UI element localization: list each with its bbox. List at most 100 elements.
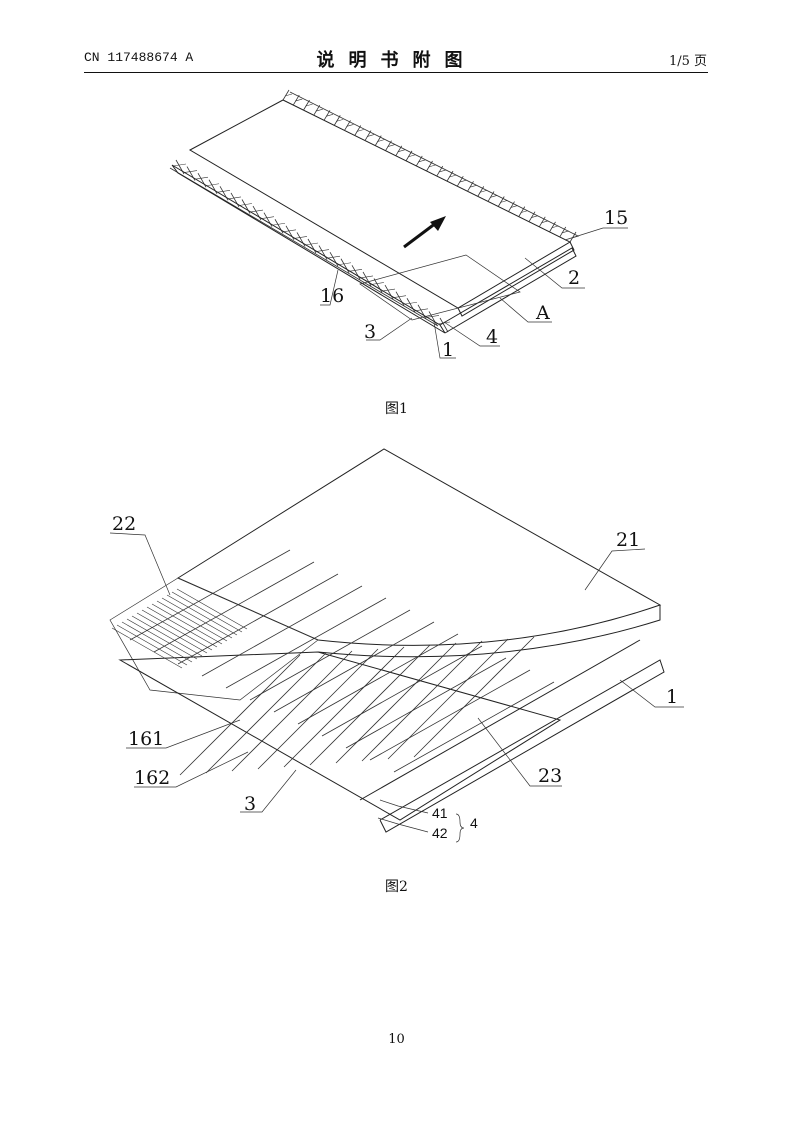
rebar-stroke [321, 645, 483, 737]
fig2-leader-21 [584, 548, 646, 591]
rebar-stroke [249, 609, 411, 701]
rebar-stroke [361, 640, 483, 762]
rebar-stroke [348, 269, 363, 272]
rebar-stroke [479, 190, 487, 193]
fig1-arrow-head [430, 216, 446, 231]
rebar-stroke [166, 594, 238, 636]
fig2-leader-42 [377, 817, 429, 833]
rebar-stroke [225, 597, 387, 689]
rebar-stroke [303, 99, 310, 111]
fig2-label-162: 162 [134, 767, 170, 789]
rebar-stroke [116, 624, 188, 666]
rebar-stroke [238, 203, 253, 206]
rebar-stroke [370, 282, 385, 285]
rebar-stroke [216, 190, 231, 193]
rebar-stroke [156, 600, 228, 642]
rebar-stroke [304, 242, 319, 246]
rebar-stroke [283, 646, 405, 768]
rebar-stroke [329, 251, 339, 267]
fig1-beam [171, 164, 446, 334]
rebar-stroke [406, 298, 416, 313]
page-title: 说明书附图 [316, 50, 477, 71]
rebar-stroke [146, 606, 218, 648]
fig2-label-23: 23 [538, 765, 562, 787]
fig2-top-slab [176, 448, 662, 646]
fig2-label-22: 22 [112, 513, 136, 535]
rebar-stroke [249, 209, 264, 213]
fig1-leader-a [499, 297, 552, 323]
rebar-stroke [227, 196, 242, 200]
rebar-stroke [296, 232, 306, 247]
rebar-stroke [285, 225, 295, 241]
rebar-stroke [373, 278, 383, 293]
rebar-stroke [179, 654, 301, 776]
rebar-stroke [205, 183, 220, 187]
rebar-stroke [201, 585, 363, 677]
fig2-leader-162 [134, 751, 249, 788]
fig2-label-161: 161 [128, 728, 164, 750]
rebar-stroke [549, 221, 556, 233]
rebar-stroke [151, 603, 223, 645]
rebar-stroke [569, 231, 577, 243]
rebar-stroke [346, 124, 354, 127]
fig1-direction-arrow [403, 221, 437, 249]
fig1-rebar-top [282, 89, 580, 243]
rebar-stroke [161, 597, 233, 639]
fig2-label-41: 41 [432, 805, 448, 821]
fig1-leader-15 [564, 227, 628, 241]
fig1-label-a: A [535, 302, 550, 324]
rebar-stroke [325, 113, 334, 117]
rebar-stroke [282, 89, 290, 101]
rebar-stroke [141, 609, 213, 651]
rebar-stroke [518, 206, 526, 217]
rebar-stroke [366, 134, 375, 137]
fig1-leader-3 [366, 317, 413, 341]
fig2-leader-41 [379, 799, 429, 814]
rebar-stroke [271, 222, 286, 226]
rebar-stroke [459, 179, 467, 183]
rebar-stroke [177, 573, 339, 665]
fig2-left-mesh-area [109, 577, 319, 701]
fig2-leader-1 [619, 679, 684, 708]
rebar-stroke [438, 169, 446, 173]
rebar-stroke [315, 249, 330, 252]
rebar-stroke [335, 642, 457, 764]
rebar-stroke [313, 105, 321, 116]
fig1-leader-16 [320, 269, 339, 306]
rebar-stroke [510, 205, 518, 208]
fig1-leader-1 [433, 321, 456, 359]
rebar-stroke [337, 262, 352, 266]
fig1-label-1: 1 [442, 339, 454, 361]
rebar-stroke [111, 627, 183, 669]
header-rule [84, 72, 708, 73]
rebar-stroke [425, 315, 440, 318]
page-count: 1/5 页 [668, 54, 707, 69]
rebar-stroke [439, 317, 449, 333]
fig2-label-1: 1 [666, 686, 678, 708]
rebar-stroke [392, 295, 407, 298]
fig2-brace [455, 813, 465, 843]
figure2-caption: 图2 [385, 879, 408, 895]
rebar-stroke [194, 176, 209, 180]
rebar-stroke [340, 258, 350, 273]
fig2-slab-edge [317, 605, 661, 658]
rebar-stroke [559, 226, 567, 238]
rebar-stroke [413, 636, 535, 758]
rebar-stroke [384, 284, 394, 300]
page-number: 10 [388, 1032, 405, 1047]
fig1-slab-edge [457, 241, 575, 317]
rebar-stroke [318, 245, 328, 260]
rebar-stroke [153, 561, 315, 653]
fig2-label-3: 3 [244, 793, 256, 815]
rebar-stroke [231, 650, 353, 772]
rebar-stroke [273, 621, 435, 713]
rebar-stroke [500, 200, 508, 203]
fig2-leader-3 [240, 769, 297, 813]
rebar-stroke [297, 633, 459, 725]
rebar-stroke [136, 612, 208, 654]
rebar-stroke [284, 93, 293, 97]
rebar-stroke [172, 163, 187, 167]
rebar-stroke [428, 164, 436, 168]
rebar-stroke [551, 225, 559, 229]
